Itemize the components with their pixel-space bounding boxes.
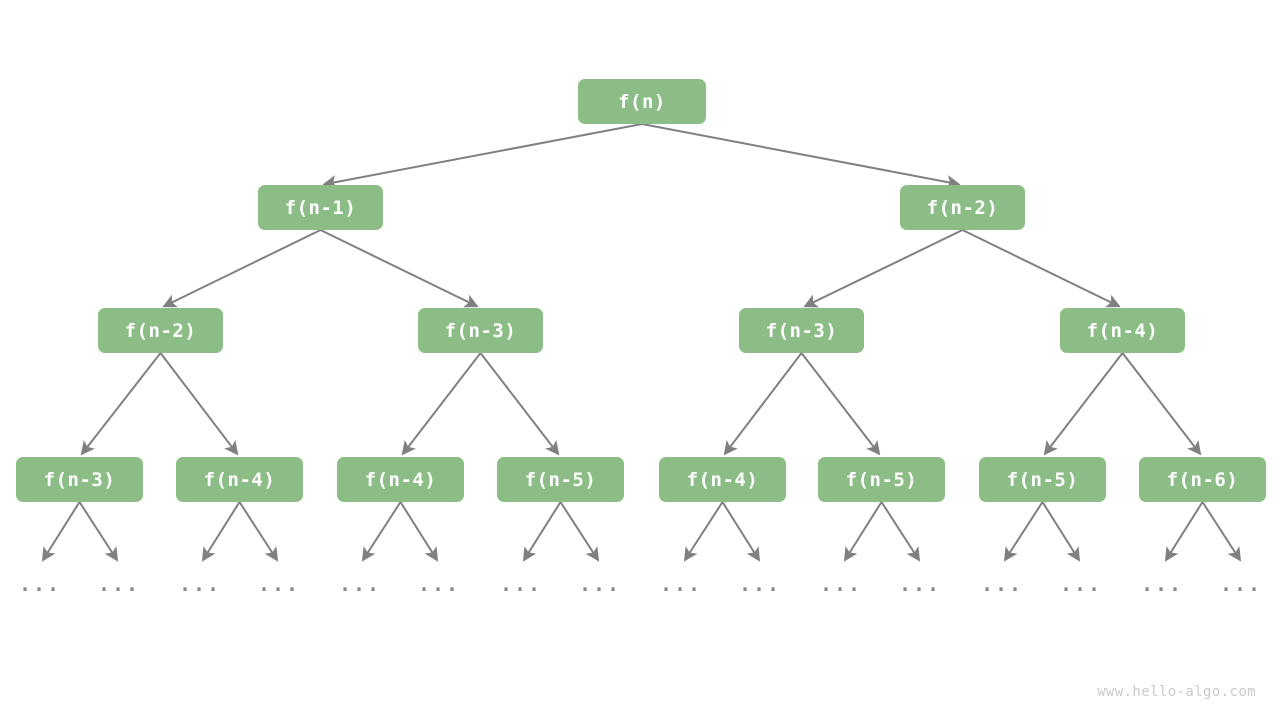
tree-edge [320,229,479,308]
tree-node-n3: f(n-2) [98,308,223,353]
tree-edge [962,229,1121,308]
tree-node-label: f(n) [618,90,666,113]
tree-edge [401,352,482,456]
ellipsis-marker: ... [499,572,543,596]
ellipsis-marker: ... [980,572,1024,596]
ellipsis-marker: ... [1059,572,1103,596]
leaf-edge [721,501,761,562]
ellipsis-marker: ... [1219,572,1263,596]
tree-node-label: f(n-5) [524,468,597,491]
leaf-edge [238,501,279,562]
tree-edge [800,352,881,456]
tree-node-label: f(n-4) [1086,319,1159,342]
leaf-edge [399,501,439,562]
ellipsis-marker: ... [338,572,382,596]
tree-edge [723,352,803,456]
ellipsis-marker: ... [819,572,863,596]
tree-edge [1043,352,1124,456]
ellipsis-marker: ... [178,572,222,596]
leaf-edge [78,501,119,562]
tree-node-label: f(n-5) [1006,468,1079,491]
tree-node-label: f(n-4) [686,468,759,491]
tree-node-label: f(n-3) [765,319,838,342]
tree-edge [80,352,162,456]
tree-node-label: f(n-5) [845,468,918,491]
tree-edge [322,123,643,189]
tree-node-n2: f(n-2) [900,185,1025,230]
leaf-edge [201,501,241,562]
leaf-edge [1003,501,1044,562]
tree-node-label: f(n-2) [926,196,999,219]
ellipsis-marker: ... [97,572,141,596]
tree-node-n6: f(n-4) [1060,308,1185,353]
leaf-edge [843,501,883,562]
leaf-edge [522,501,562,562]
tree-node-n4: f(n-3) [418,308,543,353]
leaf-edge [41,501,81,562]
leaf-edge [1164,501,1204,562]
leaf-edge [361,501,402,562]
tree-edge [479,352,560,456]
tree-node-label: f(n-3) [43,468,116,491]
tree-node-label: f(n-2) [124,319,197,342]
ellipsis-marker: ... [578,572,622,596]
tree-node-n9: f(n-4) [337,457,464,502]
tree-node-n10: f(n-5) [497,457,624,502]
leaf-edge [559,501,600,562]
tree-node-n7: f(n-3) [16,457,143,502]
tree-node-n5: f(n-3) [739,308,864,353]
leaf-edges [41,501,1242,562]
leaf-edge [1041,501,1081,562]
ellipsis-marker: ... [417,572,461,596]
ellipsis-marker: ... [738,572,782,596]
tree-edge [159,352,239,456]
leaf-edge [1201,501,1242,562]
tree-node-n1: f(n-1) [258,185,383,230]
tree-edge [641,123,961,189]
tree-node-n12: f(n-5) [818,457,945,502]
tree-node-label: f(n-3) [444,319,517,342]
tree-node-n0: f(n) [578,79,706,124]
ellipsis-marker: ... [1140,572,1184,596]
tree-node-n13: f(n-5) [979,457,1106,502]
tree-edge [803,229,963,308]
tree-node-n14: f(n-6) [1139,457,1266,502]
ellipsis-marker: ... [659,572,703,596]
ellipsis-marker: ... [18,572,62,596]
tree-node-n11: f(n-4) [659,457,786,502]
tree-node-label: f(n-4) [203,468,276,491]
tree-node-label: f(n-6) [1166,468,1239,491]
leaf-edge [880,501,921,562]
tree-edge [1121,352,1202,456]
leaf-edge [683,501,724,562]
watermark: www.hello-algo.com [1097,684,1256,700]
tree-node-label: f(n-1) [284,196,357,219]
tree-edges [80,123,1202,456]
tree-node-n8: f(n-4) [176,457,303,502]
ellipsis-marker: ... [257,572,301,596]
tree-edge [162,229,321,308]
ellipsis-marker: ... [898,572,942,596]
tree-node-label: f(n-4) [364,468,437,491]
